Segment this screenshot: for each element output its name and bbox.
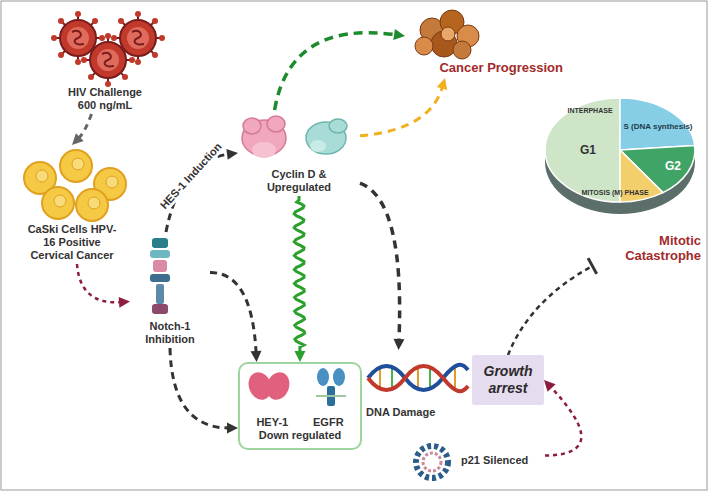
connector-line [360,183,400,341]
hiv-node: HIV Challenge 600 ng/mL [60,8,150,114]
phase-label: S (DNA synthesis) [623,122,692,131]
arrow-head [72,133,84,145]
cell-icon [76,189,108,221]
connector [508,258,597,355]
arrow-head [226,149,238,160]
node-text: HEY-1 [256,416,288,429]
virus-icon [81,33,135,87]
node-text: Cancer Progression [407,60,563,75]
connector [294,196,305,362]
arrow-head [251,351,262,362]
cell-cycle-icon [545,98,695,214]
p21-icon [416,446,448,478]
hey1-icon [245,369,293,403]
p21-node: p21 Silenced [395,440,545,471]
downregulated-box: HEY-1 EGFRDown regulated [238,362,362,450]
node-text: Growth arrest [476,363,540,397]
phase-label: G1 [580,143,596,157]
node-text: Notch-1 Inhibition [132,320,208,346]
node-text: Down regulated [244,429,356,442]
connector-line [170,348,229,428]
phase-label: MITOSIS (M) PHASE [581,189,648,196]
text-row: HEY-1 EGFR [244,416,356,429]
caski-node: CaSki Cells HPV-16 Positive Cervical Can… [22,145,122,264]
notch-node: Notch-1 Inhibition [130,232,210,348]
connector-line [77,264,121,302]
connector [210,273,262,362]
arrow-head [437,78,448,90]
connector-line [508,266,592,355]
cdk2-icon [306,119,347,154]
edge-label: HES-1 Induction [156,139,225,214]
dna-node: DNA Damage [360,350,470,421]
cell-icon [60,150,92,182]
connector [360,183,405,350]
connector-line [545,387,581,456]
connector [544,380,581,456]
arrow-head [294,351,305,362]
connector-line [210,273,256,353]
arrow-head [394,339,405,350]
dna-icon [368,365,468,392]
connector [72,114,92,145]
phase-label: INTERPHASE [567,107,612,114]
egfr-icon [316,368,346,406]
notch-receptor-icon [150,238,170,314]
growth-arrest-box: Growth arrest [472,355,544,405]
connector [77,264,130,308]
cell-icon [42,187,74,219]
arrow-head [544,380,556,392]
phase-label: G2 [665,159,681,173]
cyclin-node: Cyclin D & Upregulated [238,110,360,196]
arrow-head [393,29,405,40]
connector-line [78,114,91,139]
node-text: Cyclin D & Upregulated [240,168,358,194]
connector [275,29,405,110]
tumor-icon [415,10,479,59]
arrow-head [119,297,130,308]
inhibition-bar [588,258,597,274]
connector-line [275,33,397,110]
node-text: CaSki Cells HPV-16 Positive Cervical Can… [24,223,120,262]
node-text: DNA Damage [366,406,468,419]
node-text: Mitotic Catastrophe [611,233,701,263]
node-text: p21 Silenced [461,454,543,467]
connector-line [294,196,304,353]
node-text: EGFR [313,416,344,429]
cancer-node: Cancer Progression [405,8,565,78]
connector-line [360,87,443,136]
arrow-head [227,423,238,434]
node-text: HIV Challenge 600 ng/mL [62,86,148,112]
cyclin-icon [242,116,286,158]
connector [360,78,447,136]
connector [170,348,238,434]
